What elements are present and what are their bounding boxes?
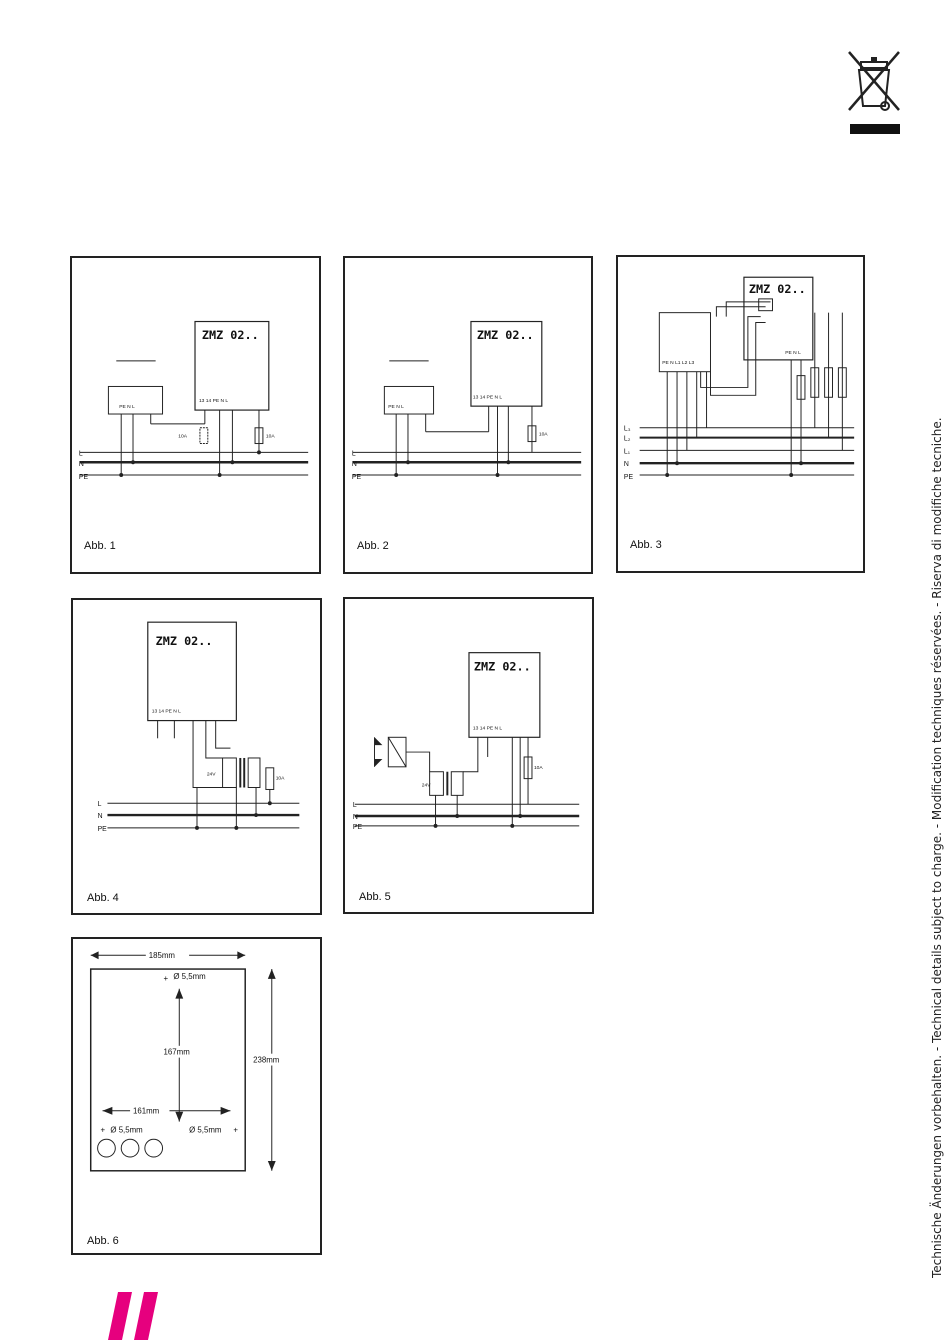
figure-abb-5: ZMZ 02.. 13 14 PE N L 24V 10A L N PE Abb… <box>343 597 594 914</box>
svg-text:L: L <box>353 802 357 809</box>
svg-text:ZMZ 02..: ZMZ 02.. <box>474 659 531 673</box>
line-l-label: L <box>79 450 83 457</box>
caption-abb-1: Abb. 1 <box>84 540 116 552</box>
svg-text:10A: 10A <box>276 776 285 782</box>
figure-abb-6: 185mm 238mm + Ø 5,5mm 167mm 161mm + Ø 5,… <box>71 937 322 1255</box>
figure-abb-3: ZMZ 02.. PE N L PE N L1 L2 L3 L₃ L₂ L₁ N… <box>616 255 865 573</box>
svg-text:ZMZ 02..: ZMZ 02.. <box>156 634 213 648</box>
dim-spacing-v: 167mm <box>164 1048 191 1057</box>
dim-hole-right: Ø 5,5mm <box>189 1125 222 1134</box>
svg-text:L: L <box>98 801 102 808</box>
dim-spacing-h: 161mm <box>133 1107 160 1116</box>
dim-width: 185mm <box>149 951 176 960</box>
svg-text:24V: 24V <box>422 782 431 788</box>
svg-text:ZMZ 02..: ZMZ 02.. <box>477 328 534 342</box>
technical-changes-note: Technische Änderungen vorbehalten. - Tec… <box>930 417 944 1278</box>
svg-text:N: N <box>353 814 358 821</box>
device-label: ZMZ 02.. <box>202 328 259 342</box>
figure-abb-4: ZMZ 02.. 13 14 PE N L 24V 10A L N PE Abb… <box>71 598 322 915</box>
svg-text:PE: PE <box>352 474 362 481</box>
svg-text:N: N <box>624 461 629 468</box>
svg-text:+: + <box>101 1125 106 1134</box>
weee-bin-icon <box>848 51 900 134</box>
svg-text:10A: 10A <box>178 434 187 440</box>
svg-text:L: L <box>352 450 356 457</box>
svg-text:13 14 PE N L: 13 14 PE N L <box>199 398 228 404</box>
svg-text:L₃: L₃ <box>624 426 631 433</box>
svg-text:N: N <box>352 461 357 468</box>
svg-text:PE: PE <box>624 474 634 481</box>
svg-text:10A: 10A <box>539 432 548 438</box>
svg-text:10A: 10A <box>534 765 543 771</box>
caption-abb-5: Abb. 5 <box>359 891 391 903</box>
caption-abb-3: Abb. 3 <box>630 539 662 551</box>
svg-text:ZMZ 02..: ZMZ 02.. <box>749 282 806 296</box>
svg-text:13 14 PE N L: 13 14 PE N L <box>473 725 502 731</box>
svg-text:PE: PE <box>353 824 363 831</box>
svg-text:+: + <box>233 1125 238 1134</box>
svg-text:N: N <box>98 813 103 820</box>
brand-logo-icon <box>108 1292 158 1340</box>
svg-text:L₂: L₂ <box>624 436 631 443</box>
svg-text:L₁: L₁ <box>624 448 631 455</box>
caption-abb-6: Abb. 6 <box>87 1235 119 1247</box>
caption-abb-2: Abb. 2 <box>357 540 389 552</box>
fuse-label: 10A <box>266 434 275 440</box>
dim-height: 238mm <box>253 1056 280 1065</box>
svg-text:PE: PE <box>98 826 108 833</box>
svg-text:13 14 PE N L: 13 14 PE N L <box>152 709 181 715</box>
svg-text:PE N L: PE N L <box>388 404 404 410</box>
dim-hole-top: Ø 5,5mm <box>173 972 206 981</box>
svg-text:PE N L1 L2 L3: PE N L1 L2 L3 <box>662 360 694 366</box>
svg-text:PE N L: PE N L <box>119 404 135 410</box>
figure-abb-1: ZMZ 02.. 13 14 PE N L PE N L L N PE 10A … <box>70 256 321 574</box>
line-pe-label: PE <box>79 474 89 481</box>
figure-abb-2: ZMZ 02.. 13 14 PE N L PE N L L N PE 10A … <box>343 256 593 574</box>
svg-text:PE N L: PE N L <box>785 350 801 356</box>
dim-hole-left: Ø 5,5mm <box>110 1125 143 1134</box>
svg-text:13 14 PE N L: 13 14 PE N L <box>473 394 502 400</box>
caption-abb-4: Abb. 4 <box>87 892 119 904</box>
line-n-label: N <box>79 461 84 468</box>
svg-text:+: + <box>164 974 169 983</box>
svg-text:24V: 24V <box>207 772 216 778</box>
